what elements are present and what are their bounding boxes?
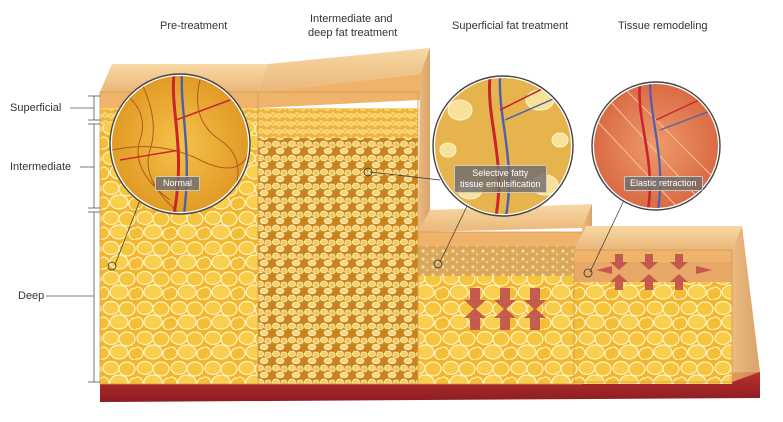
callout-selective: Selective fatty tissue emulsification	[454, 165, 547, 193]
emulsification-arrows	[464, 288, 546, 330]
title-intermediate-line1: Intermediate and	[310, 13, 393, 25]
label-deep: Deep	[18, 290, 45, 302]
retraction-arrows	[596, 254, 712, 290]
callout-normal: Normal	[155, 176, 201, 191]
label-superficial: Superficial	[10, 102, 62, 114]
title-superficial: Superficial fat treatment	[452, 20, 569, 32]
block-remodeling	[573, 226, 760, 384]
label-intermediate: Intermediate	[10, 161, 72, 173]
layer-bracket	[46, 95, 100, 383]
title-remodeling: Tissue remodeling	[618, 20, 708, 32]
title-intermediate-line2: deep fat treatment	[308, 27, 398, 39]
block-intermediate	[257, 48, 430, 385]
callout-selective-line1: Selective fatty	[472, 168, 529, 178]
callout-selective-line2: tissue emulsification	[460, 179, 541, 189]
title-pre-treatment: Pre-treatment	[160, 20, 228, 32]
callout-elastic: Elastic retraction	[624, 176, 703, 191]
